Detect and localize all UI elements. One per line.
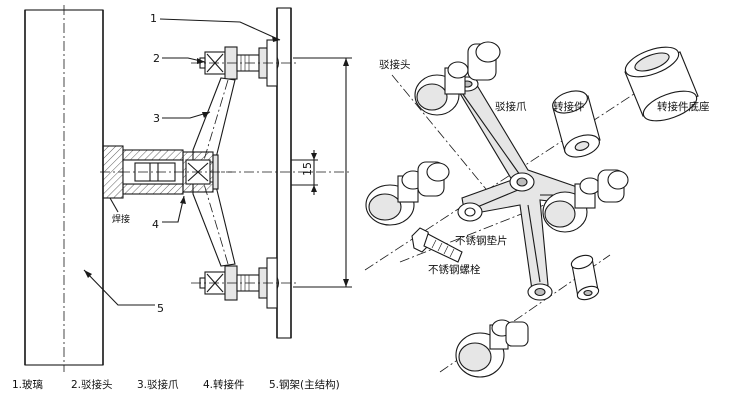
adapter-cylinder [552,90,601,158]
callout-4: 4 [152,218,159,231]
weld-note: 焊接 [109,197,130,225]
upper-connector-head [191,39,296,87]
stainless-washer [457,202,483,222]
callout-1: 1 [150,12,157,25]
adapter-assembly [102,145,232,199]
adapter-bushing-right [570,254,600,301]
legend-item-2: 2.驳接头 [71,378,113,391]
glass-pane [276,7,292,339]
legend-item-3: 3.驳接爪 [137,378,179,391]
exploded-labels: 驳接头 驳接爪 转接件 转接件底座 不锈钢垫片 不锈钢螺栓 [379,58,710,276]
connector-head-left [365,161,450,226]
callout-2: 2 [153,52,160,65]
label-washer: 不锈钢垫片 [455,234,508,247]
connector-head-top-left [414,41,501,116]
weld-label: 焊接 [112,213,130,225]
steel-column [24,5,104,372]
legend: 1.玻璃 2.驳接头 3.驳接爪 4.转接件 5.钢架(主结构) [12,378,340,391]
adapter-base-cylinder [624,46,699,122]
callout-3: 3 [153,112,160,125]
callout-5: 5 [157,302,164,315]
legend-item-1: 1.玻璃 [12,378,43,391]
spider-claw-body [454,76,583,301]
connector-head-right [542,169,629,233]
legend-item-5: 5.钢架(主结构) [269,378,340,391]
label-spider-claw: 驳接爪 [495,100,527,113]
lower-connector-head [191,257,296,309]
dimension-lines: 15 [291,57,352,288]
section-drawing: 15 [12,5,352,391]
dimension-label: 15 [301,162,314,176]
label-adapter: 转接件 [553,100,585,113]
stainless-bolt [411,227,463,263]
label-adapter-base: 转接件底座 [657,100,710,113]
legend-item-4: 4.转接件 [203,378,245,391]
connector-head-bottom [455,319,529,378]
exploded-view: 驳接头 驳接爪 转接件 转接件底座 不锈钢垫片 不锈钢螺栓 [364,41,710,378]
label-bolt: 不锈钢螺栓 [428,263,481,276]
callouts: 1 2 3 4 5 [83,12,281,315]
label-connector-head: 驳接头 [379,58,411,71]
